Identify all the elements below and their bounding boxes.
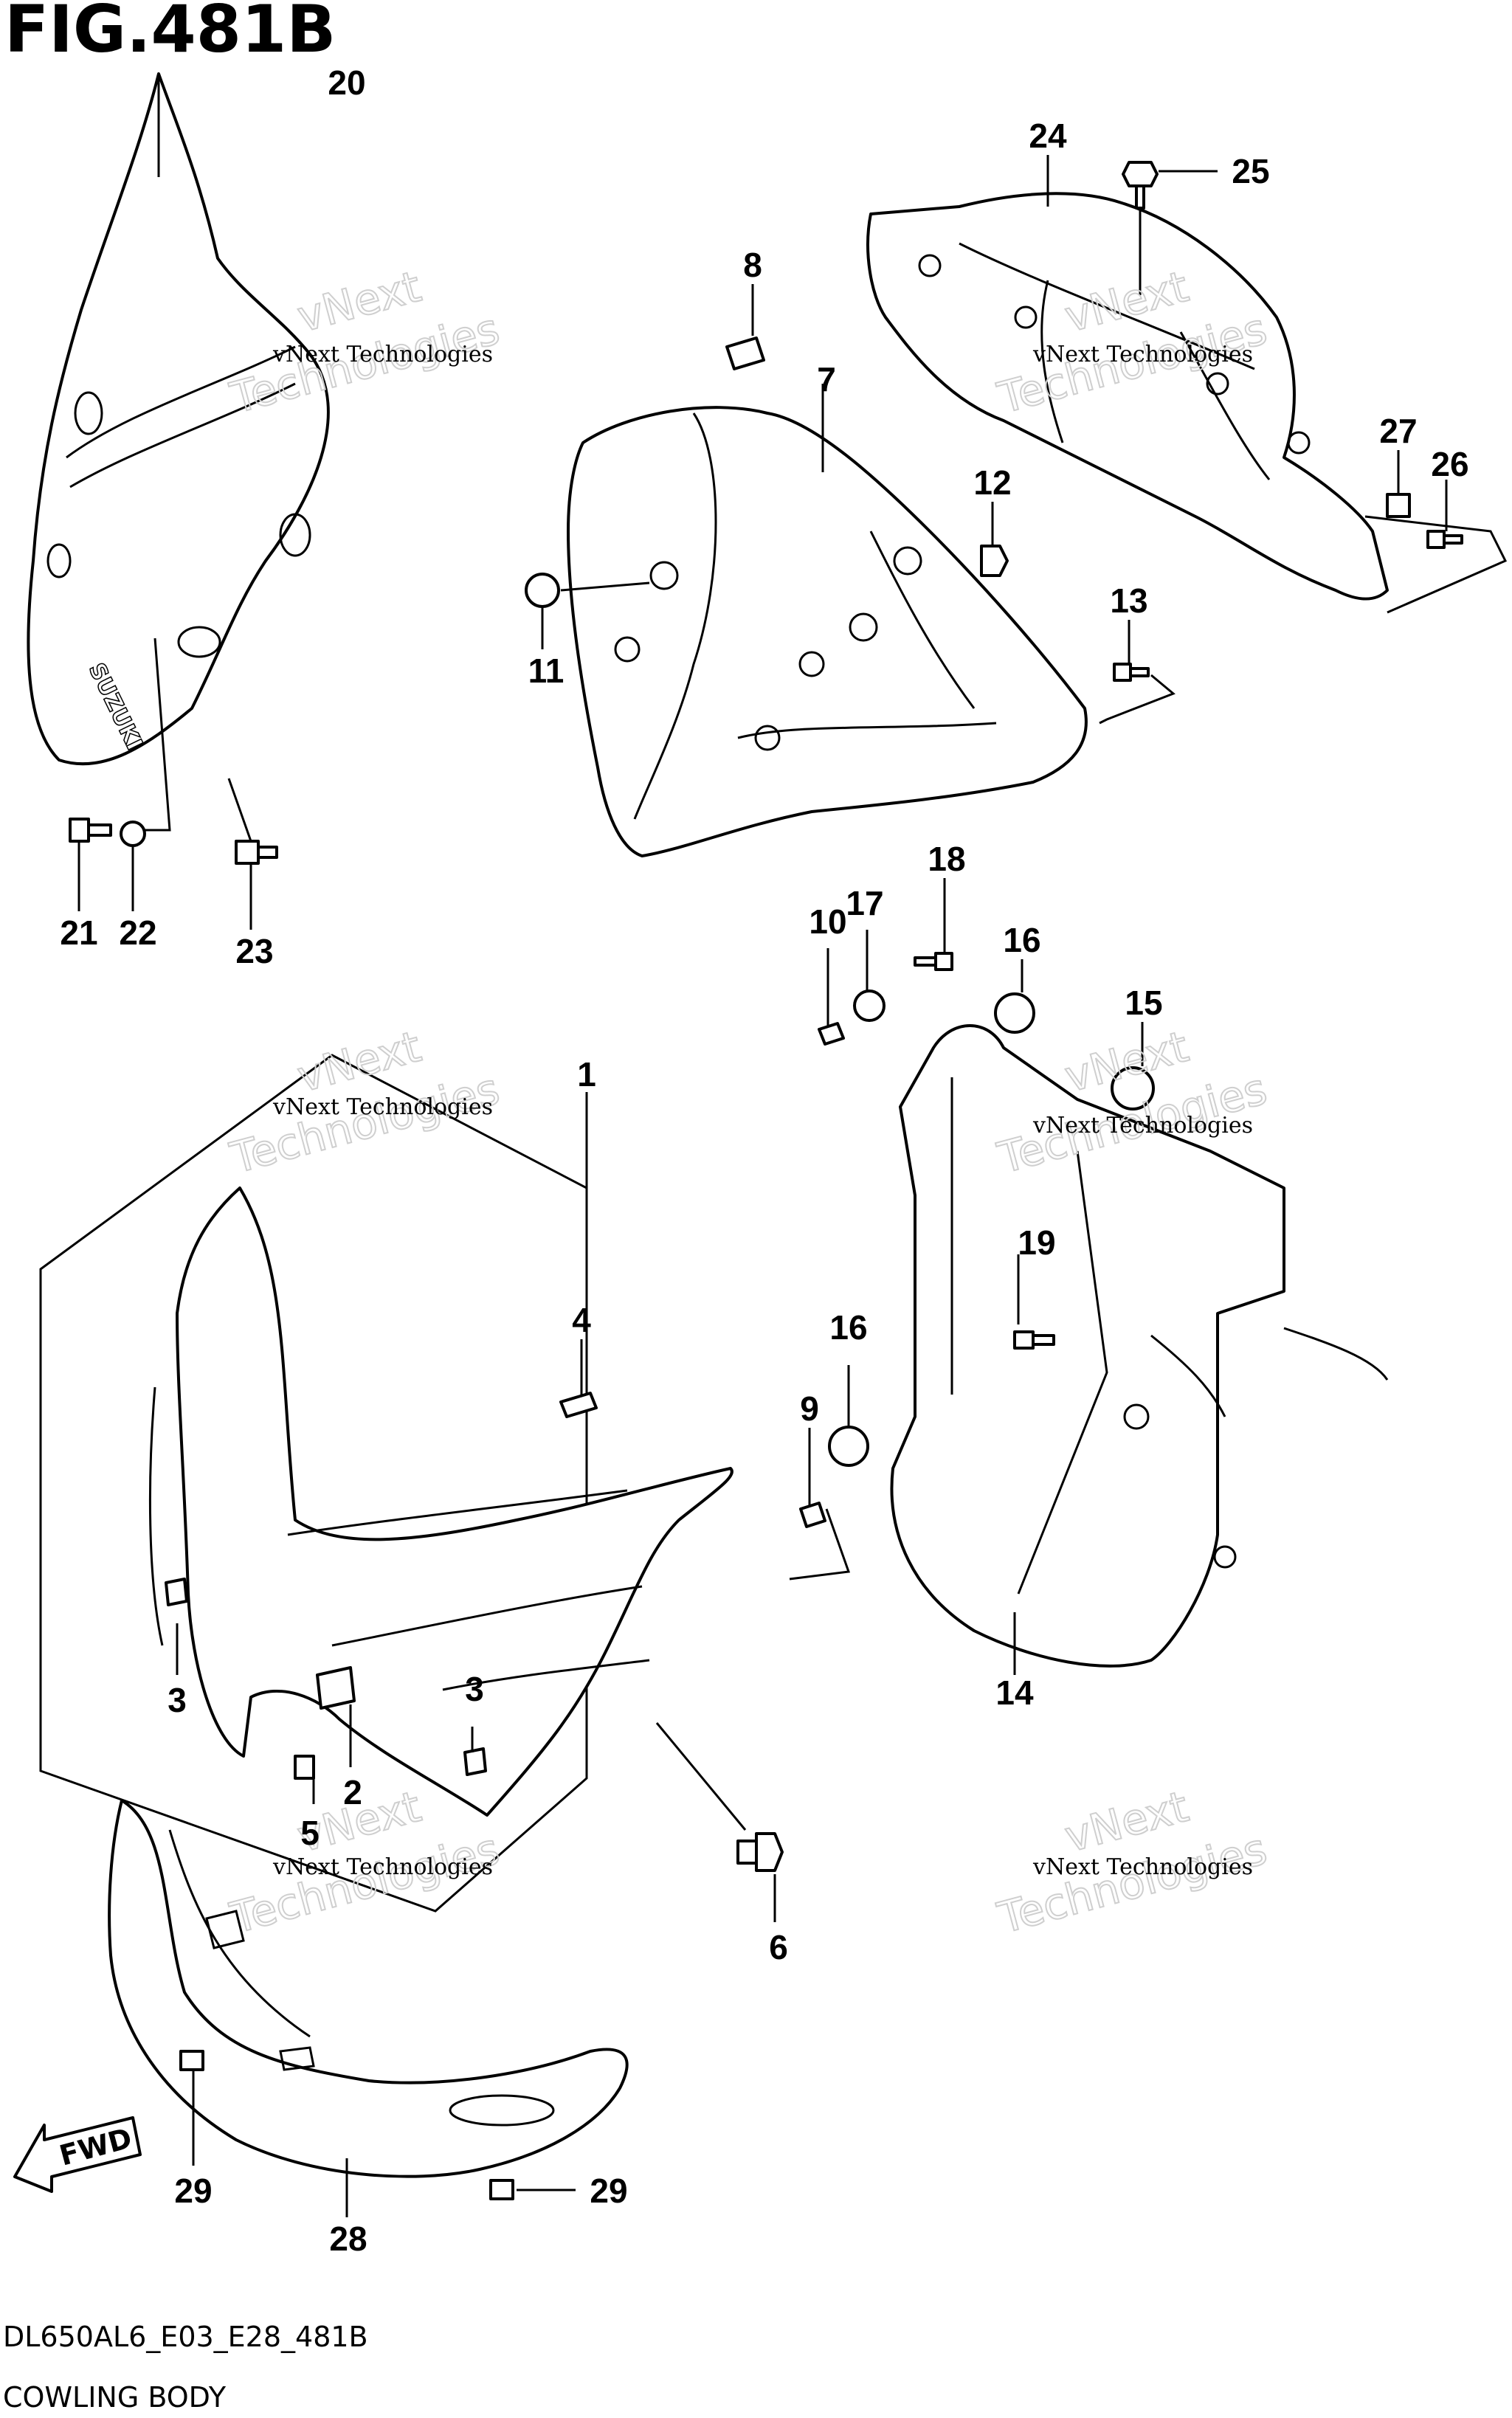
nut-10-icon (818, 1022, 845, 1046)
windscreen-part: SUZUKI (27, 72, 330, 842)
figure-code: DL650AL6_E03_E28_481B (3, 2321, 368, 2353)
screw-6-icon (736, 1832, 784, 1872)
callout-13: 13 (1110, 581, 1147, 620)
damper-17-icon (853, 989, 886, 1022)
callout-6: 6 (769, 1928, 788, 1966)
svg-text:vNext Technologies: vNext Technologies (1032, 1854, 1253, 1880)
callout-7: 7 (817, 360, 836, 398)
inner-cowling-part (567, 406, 1088, 857)
label-3b-icon (463, 1747, 487, 1776)
bolt-19-icon (1013, 1330, 1055, 1350)
callout-28: 28 (329, 2220, 367, 2258)
figure-name: COWLING BODY (3, 2381, 227, 2414)
damper-16b-icon (828, 1426, 869, 1467)
callout-21: 21 (60, 913, 97, 952)
upper-cover-part (866, 192, 1508, 614)
screw-26-icon (1426, 530, 1463, 549)
callout-22: 22 (119, 913, 156, 952)
svg-text:vNext Technologies: vNext Technologies (1032, 1113, 1253, 1139)
callout-1: 1 (577, 1055, 596, 1094)
callout-25: 25 (1232, 152, 1269, 190)
watermark-bottom-right: Technologies vNext vNext Technologies (992, 1780, 1272, 1944)
clip-11-icon (525, 573, 560, 608)
lower-cover-part (108, 1799, 629, 2178)
callout-3-left: 3 (168, 1681, 187, 1719)
clip-5-icon (294, 1755, 315, 1780)
callout-4: 4 (572, 1301, 591, 1339)
callout-17: 17 (846, 884, 883, 922)
svg-text:vNext Technologies: vNext Technologies (1032, 342, 1253, 367)
assembly-outline (39, 1054, 588, 1913)
fwd-arrow-icon: FWD (13, 2116, 142, 2193)
figure-title: FIG.481B (4, 0, 336, 67)
callout-20: 20 (328, 63, 365, 102)
callout-3-right: 3 (465, 1670, 484, 1708)
cowling-stay-part (890, 1024, 1389, 1668)
clip-29a-icon (179, 2050, 204, 2071)
callout-23: 23 (235, 932, 273, 970)
svg-text:vNext Technologies: vNext Technologies (272, 1094, 493, 1120)
screw-13-icon (1113, 663, 1150, 682)
callout-8: 8 (743, 246, 762, 284)
grommet-12-icon (980, 545, 1009, 577)
screw-21-icon (69, 818, 112, 843)
callout-5: 5 (300, 1814, 320, 1852)
svg-text:vNext Technologies: vNext Technologies (272, 1854, 493, 1880)
callout-14: 14 (995, 1673, 1034, 1712)
callout-26: 26 (1431, 445, 1468, 483)
callout-12: 12 (973, 463, 1011, 502)
callout-9: 9 (800, 1389, 819, 1428)
label-2-icon (316, 1666, 356, 1710)
callout-18: 18 (928, 840, 965, 878)
damper-16a-icon (994, 992, 1035, 1034)
label-4-icon (559, 1392, 598, 1418)
callout-19: 19 (1018, 1223, 1055, 1262)
callout-10: 10 (809, 902, 846, 941)
callout-11: 11 (528, 652, 565, 690)
svg-text:vNext Technologies: vNext Technologies (272, 342, 493, 367)
callout-27: 27 (1379, 412, 1417, 450)
callout-16-bottom: 16 (829, 1308, 867, 1347)
label-8-icon (725, 336, 765, 370)
washer-22-icon (120, 821, 146, 847)
callout-15: 15 (1125, 984, 1162, 1022)
main-cowling-part (148, 1186, 733, 1817)
nut-9-icon (799, 1502, 826, 1528)
label-3a-icon (165, 1578, 188, 1606)
clip-29b-icon (489, 2179, 514, 2200)
callout-29-left: 29 (174, 2172, 212, 2210)
screw-23-icon (235, 840, 278, 865)
bolt-25-icon (1122, 161, 1159, 210)
callout-2: 2 (343, 1773, 362, 1811)
nut-27-icon (1386, 493, 1411, 518)
callout-29-right: 29 (590, 2172, 627, 2210)
screw-18-icon (914, 952, 953, 971)
watermark-bottom-left: Technologies vNext vNext Technologies (224, 1780, 505, 1944)
callout-24: 24 (1029, 117, 1067, 155)
callout-16-top: 16 (1003, 921, 1040, 959)
grommet-15-icon (1111, 1066, 1155, 1110)
